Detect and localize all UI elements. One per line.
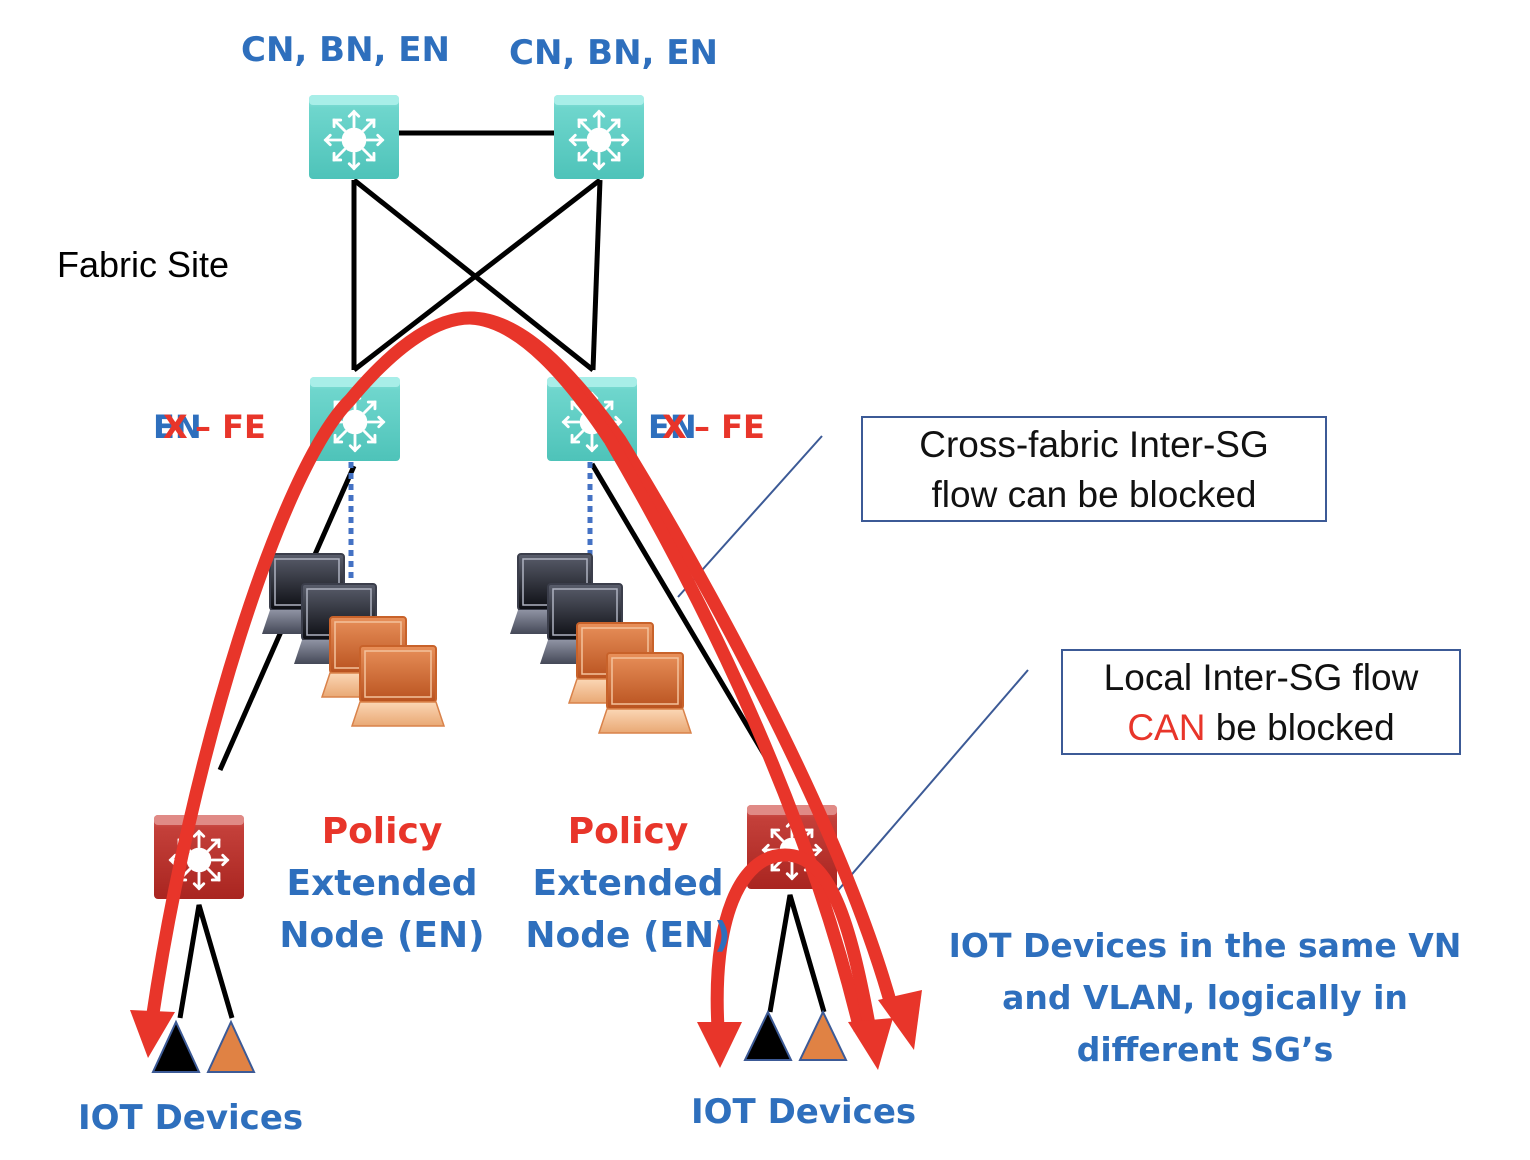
label-core-left: CN, BN, EN — [241, 30, 450, 70]
dotted-links — [348, 462, 593, 620]
arrowhead-right-inner — [848, 1018, 893, 1070]
callout-local: Local Inter-SG flow CAN be blocked — [1061, 649, 1461, 755]
pen-extended: Extended — [532, 863, 724, 904]
pen-node: Node (EN) — [279, 915, 485, 956]
callout-cross-fabric-line2: flow can be blocked — [931, 474, 1257, 515]
switch-fe-left[interactable] — [310, 377, 400, 461]
label-pen-right: Policy Extended Node (EN) — [518, 806, 738, 962]
link-coreR-feR — [590, 179, 603, 371]
pen-policy: Policy — [321, 811, 443, 852]
triangle-device-icon[interactable] — [798, 1009, 848, 1061]
iot-note-line3: different SG’s — [1076, 1030, 1334, 1069]
label-iot-right: IOT Devices — [691, 1092, 917, 1132]
arrowhead-local — [697, 1022, 742, 1068]
pen-policy: Policy — [567, 811, 689, 852]
label-core-right: CN, BN, EN — [509, 33, 718, 73]
new-label-fe: – FE — [694, 408, 765, 446]
callout-cross-fabric: Cross-fabric Inter-SG flow can be blocke… — [861, 416, 1327, 522]
flow-arrows — [145, 311, 899, 1032]
callout-pointer-local — [827, 669, 1029, 903]
laptop-group-left — [262, 553, 446, 727]
new-label-fe: – FE — [195, 408, 266, 446]
arrowhead-left — [130, 1010, 175, 1058]
flow-local — [710, 848, 877, 1032]
switch-core-right[interactable] — [554, 95, 644, 179]
link-penR-iot — [767, 894, 827, 1013]
router-arrows-icon — [324, 110, 384, 170]
flow-arrowheads — [130, 990, 922, 1070]
callout-local-rest: be blocked — [1205, 707, 1395, 748]
iot-devices-left — [151, 1019, 256, 1073]
link-coreR-feL — [352, 178, 602, 372]
flow-cross-fabric-right — [469, 311, 867, 1032]
pen-extended: Extended — [286, 863, 478, 904]
laptop-group-right — [510, 553, 693, 734]
laptop-icon — [350, 645, 446, 727]
strike-mark: X — [662, 408, 687, 446]
callout-cross-fabric-line1: Cross-fabric Inter-SG — [919, 424, 1269, 465]
laptop-icon — [597, 652, 693, 734]
label-fabric-site: Fabric Site — [57, 244, 230, 285]
callout-local-can: CAN — [1127, 707, 1206, 748]
struck-label-en: EN — [648, 408, 697, 446]
pen-node: Node (EN) — [525, 915, 731, 956]
arrowhead-right-outer — [878, 990, 922, 1050]
label-iot-left: IOT Devices — [78, 1098, 304, 1138]
callout-local-line1: Local Inter-SG flow — [1103, 657, 1419, 698]
switch-core-left[interactable] — [309, 95, 399, 179]
label-iot-note: IOT Devices in the same VN and VLAN, log… — [935, 920, 1475, 1076]
struck-label-en: EN — [153, 408, 202, 446]
iot-note-line1: IOT Devices in the same VN — [948, 926, 1462, 965]
link-penL-iot — [177, 904, 235, 1019]
iot-devices-right — [743, 1009, 848, 1061]
triangle-device-icon[interactable] — [151, 1019, 201, 1073]
triangle-device-icon[interactable] — [743, 1009, 793, 1061]
iot-note-line2: and VLAN, logically in — [1002, 978, 1408, 1017]
strike-mark: X — [163, 408, 188, 446]
router-arrows-icon — [569, 110, 629, 170]
switch-pen-left[interactable] — [154, 815, 244, 899]
triangle-device-icon[interactable] — [206, 1019, 256, 1073]
label-pen-left: Policy Extended Node (EN) — [272, 806, 492, 962]
callout-local-line2: CAN be blocked — [1063, 703, 1459, 753]
